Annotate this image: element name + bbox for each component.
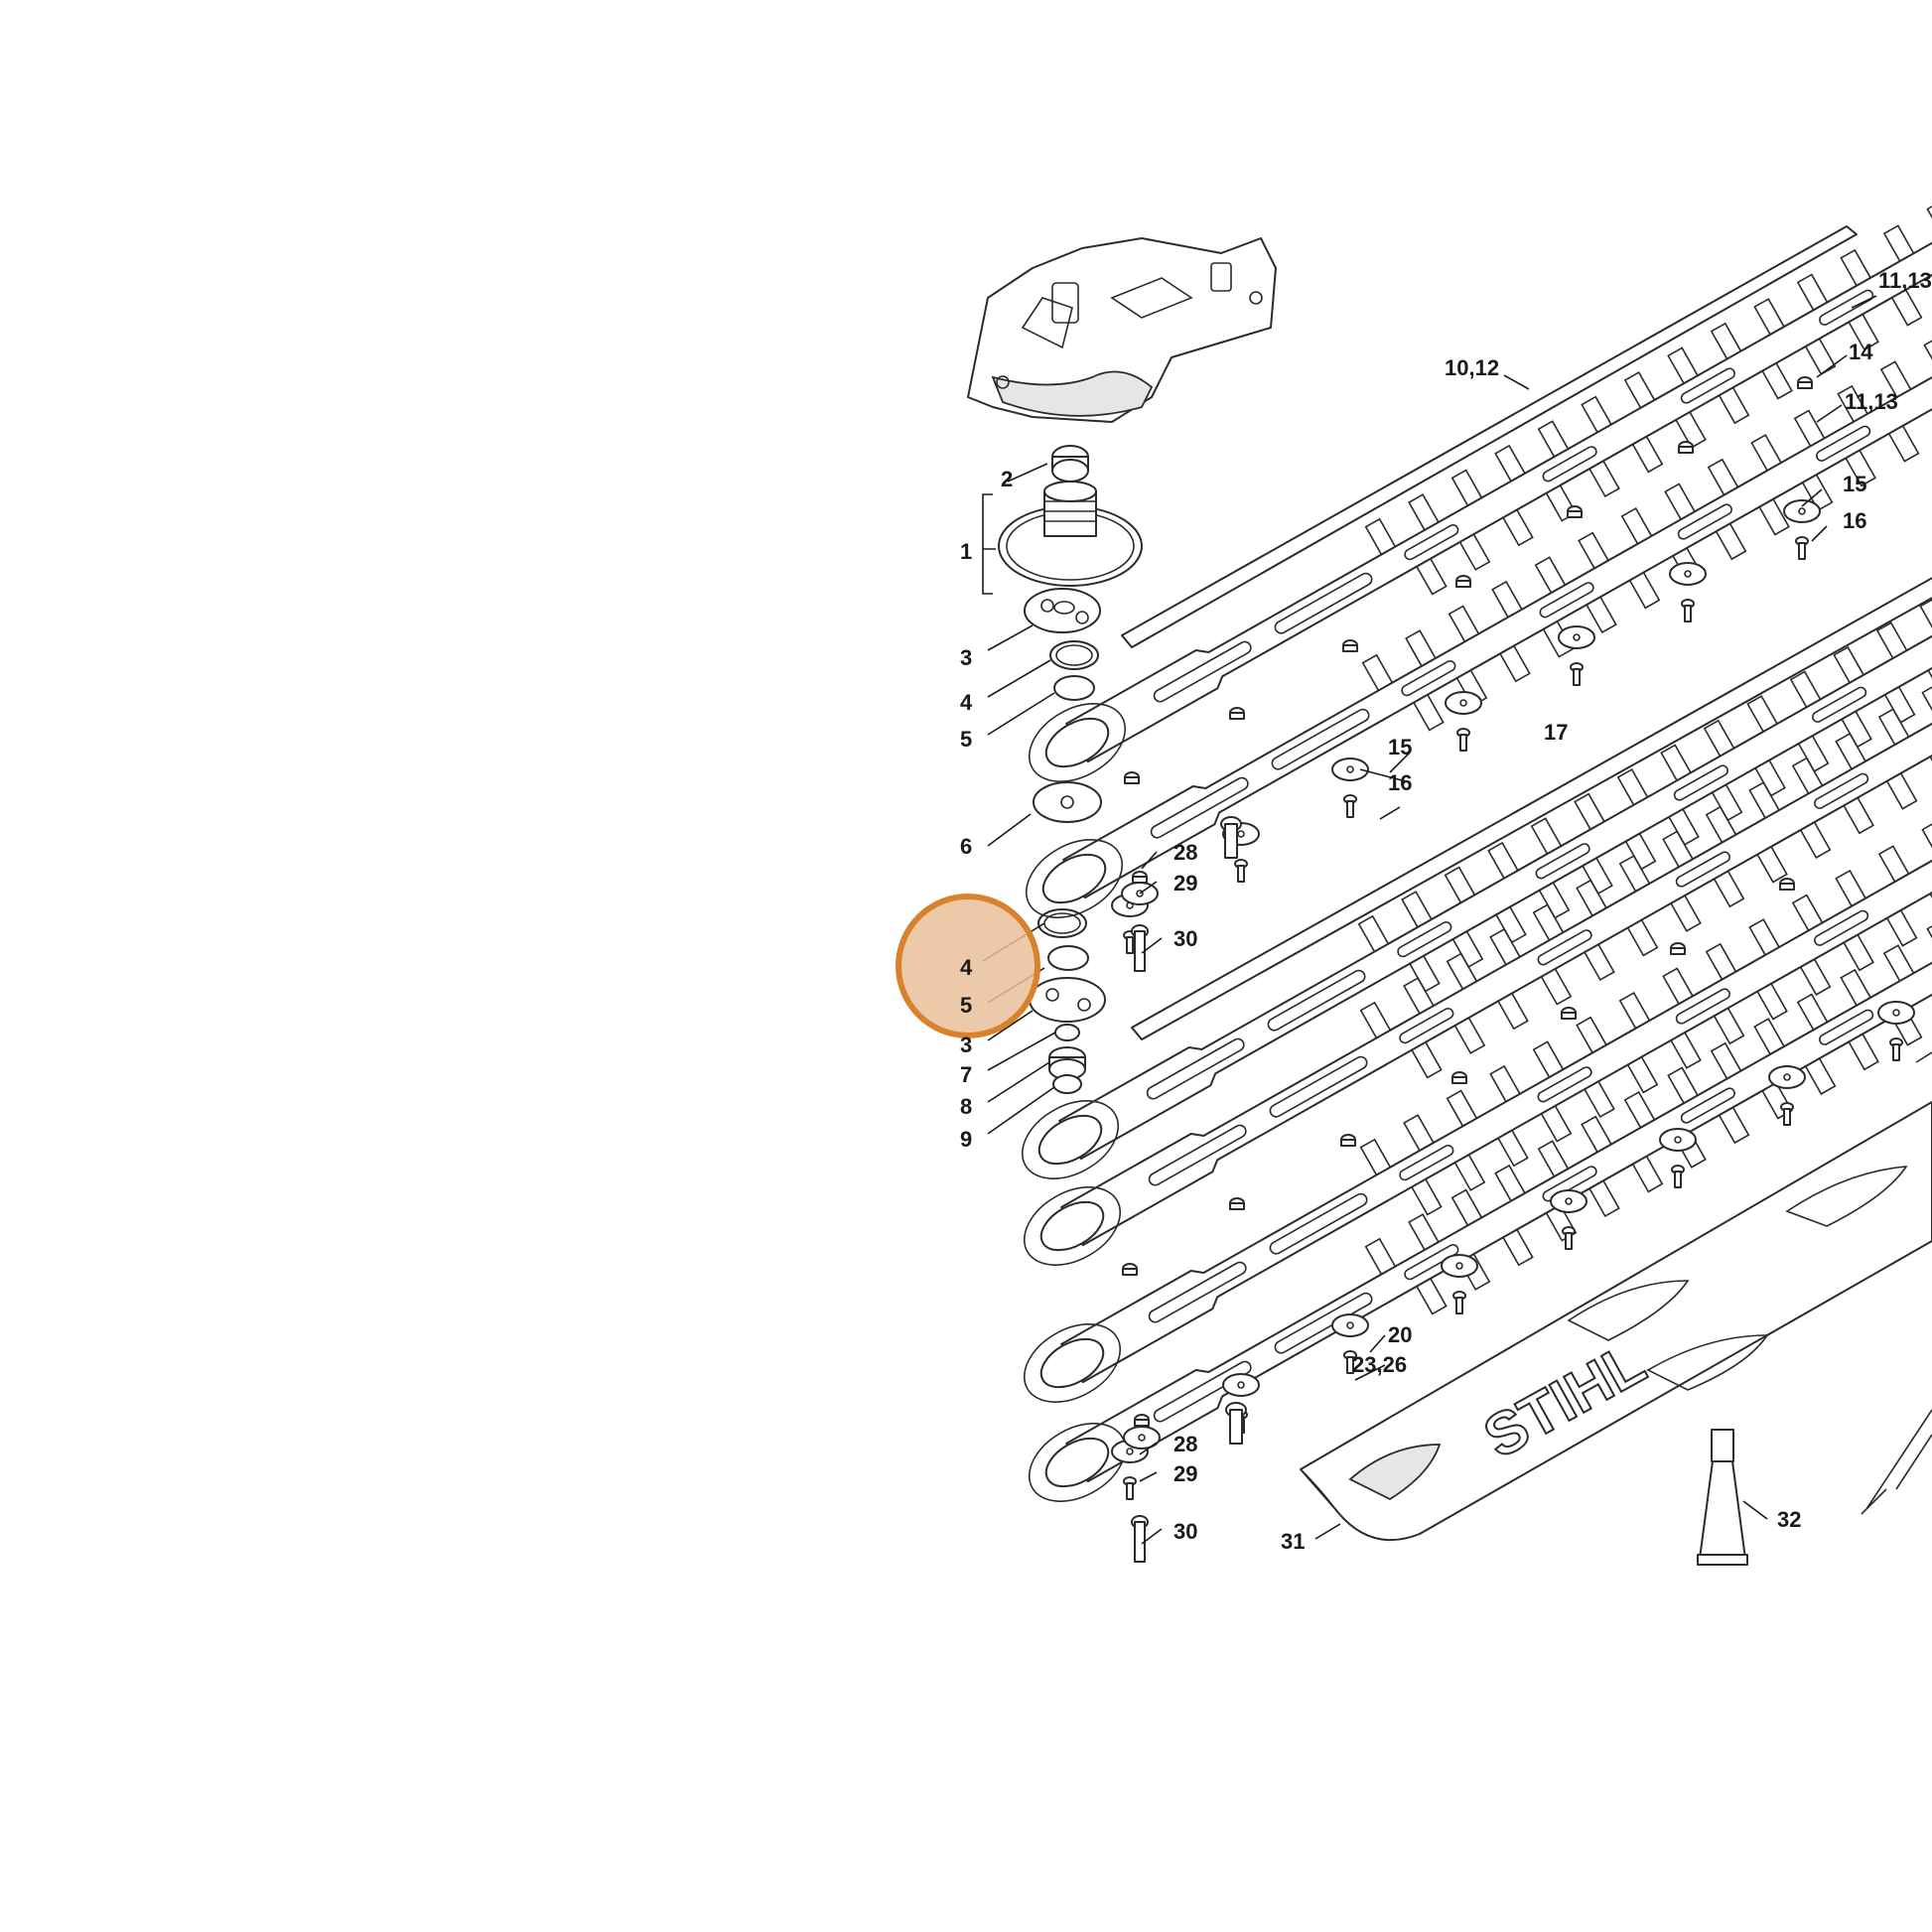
callout-23-26[interactable]: 23,26 [1352, 1352, 1407, 1377]
callout-30-top[interactable]: 30 [1173, 926, 1197, 951]
callout-8[interactable]: 8 [960, 1094, 972, 1119]
callout-5-top[interactable]: 5 [960, 727, 972, 752]
callout-28-bot[interactable]: 28 [1173, 1432, 1197, 1456]
callout-1[interactable]: 1 [960, 539, 972, 564]
callout-31[interactable]: 31 [1281, 1529, 1305, 1554]
callout-32[interactable]: 32 [1777, 1507, 1801, 1532]
callout-20[interactable]: 20 [1388, 1322, 1412, 1347]
callout-28-top[interactable]: 28 [1173, 840, 1197, 865]
callout-30-bot[interactable]: 30 [1173, 1519, 1197, 1544]
leader-lines [982, 295, 1877, 1545]
callout-5-mid[interactable]: 5 [960, 993, 972, 1018]
callout-14[interactable]: 14 [1849, 340, 1873, 364]
callout-29-bot[interactable]: 29 [1173, 1461, 1197, 1486]
callout-11-13-b[interactable]: 11,13 [1845, 389, 1898, 414]
highlight-marker[interactable] [896, 894, 1040, 1038]
callout-9[interactable]: 9 [960, 1127, 972, 1152]
grease-tube [1697, 1429, 1748, 1566]
handle-part [1861, 1409, 1932, 1515]
callout-3-top[interactable]: 3 [960, 645, 972, 670]
callout-4-top[interactable]: 4 [960, 690, 973, 715]
drive-stack [998, 445, 1143, 1094]
callout-11-13-top[interactable]: 11,13 [1878, 268, 1932, 293]
callout-labels: 11,13 14 10,12 11,13 15 16 2 1 3 4 5 15 … [960, 268, 1932, 1554]
fasteners [1111, 376, 1915, 1563]
callout-10-12[interactable]: 10,12 [1445, 355, 1499, 380]
callout-29-top[interactable]: 29 [1173, 871, 1197, 896]
callout-16-mid[interactable]: 16 [1388, 770, 1412, 795]
callout-7[interactable]: 7 [960, 1062, 972, 1087]
blade-assembly [1002, 139, 1932, 1529]
callout-6[interactable]: 6 [960, 834, 972, 859]
callout-15-mid[interactable]: 15 [1388, 735, 1412, 759]
callout-3-mid[interactable]: 3 [960, 1033, 972, 1057]
callout-4-mid[interactable]: 4 [960, 955, 973, 980]
gear-housing [967, 237, 1277, 423]
callout-16-top[interactable]: 16 [1843, 508, 1866, 533]
blade-guard [1300, 1051, 1932, 1542]
callout-17[interactable]: 17 [1544, 720, 1568, 745]
callout-2[interactable]: 2 [1001, 467, 1013, 491]
callout-15-top[interactable]: 15 [1843, 472, 1866, 496]
